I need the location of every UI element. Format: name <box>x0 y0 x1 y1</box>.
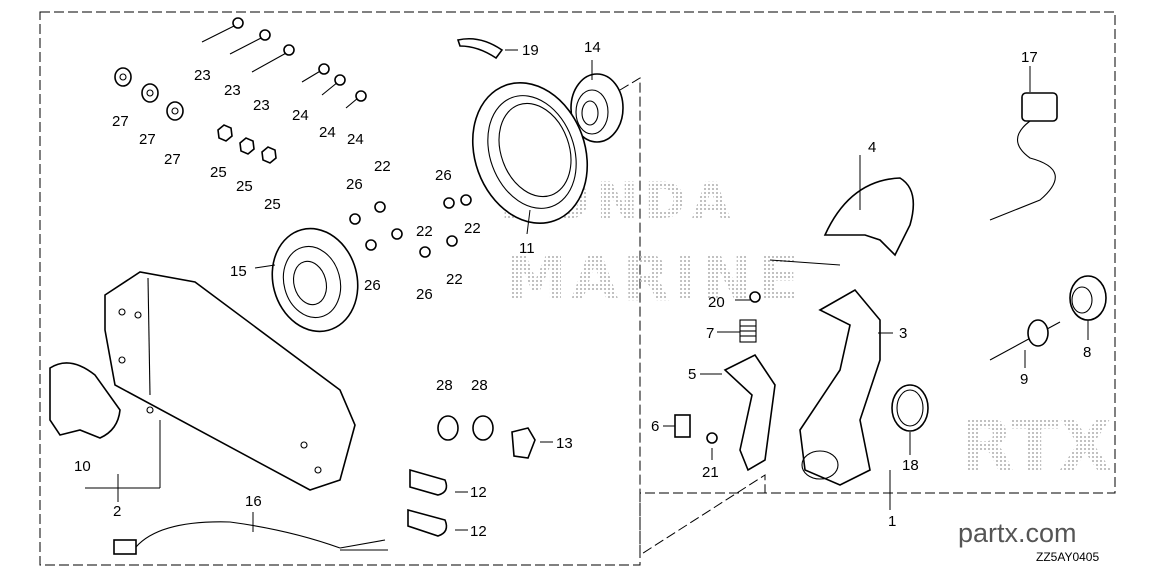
plate-15 <box>271 227 359 333</box>
callout-9: 9 <box>1020 371 1028 388</box>
callout-27c: 27 <box>164 151 181 168</box>
callout-21: 21 <box>702 464 719 481</box>
callout-5: 5 <box>688 366 696 383</box>
callout-11: 11 <box>519 240 535 257</box>
spring-7 <box>739 319 757 343</box>
cap-8 <box>1069 275 1107 321</box>
callout-16: 16 <box>245 493 262 510</box>
callout-22d: 22 <box>446 271 463 288</box>
block-13 <box>511 427 536 459</box>
callout-28a: 28 <box>436 377 453 394</box>
bolt-23-group <box>201 17 295 73</box>
diagram-code: ZZ5AY0405 <box>1036 550 1100 564</box>
rod-9 <box>989 319 1061 361</box>
callout-25a: 25 <box>210 164 227 181</box>
svg-text:MARINE: MARINE <box>505 242 804 315</box>
grip-10 <box>49 362 121 439</box>
callout-1: 1 <box>888 513 896 530</box>
o-ring-18 <box>891 384 929 432</box>
site-name: partx.com <box>958 518 1077 548</box>
callout-22a: 22 <box>374 158 391 175</box>
callout-23b: 23 <box>224 82 241 99</box>
callout-26c: 26 <box>364 277 381 294</box>
callout-18: 18 <box>902 457 919 474</box>
nut-25-group <box>217 124 277 164</box>
screw-22-washer-26-group <box>349 194 472 258</box>
callout-23a: 23 <box>194 67 211 84</box>
callout-2: 2 <box>113 503 121 520</box>
callout-27b: 27 <box>139 131 156 148</box>
callout-23c: 23 <box>253 97 270 114</box>
callout-6: 6 <box>651 418 659 435</box>
lever-hub <box>801 450 839 480</box>
ring-11 <box>471 81 589 225</box>
washer-27-group <box>114 67 184 121</box>
screw-20 <box>749 291 761 303</box>
callout-labels: 1 2 3 4 5 6 7 8 9 10 11 12 12 13 14 15 1… <box>74 39 1091 540</box>
cover-4 <box>823 177 915 257</box>
callout-15: 15 <box>230 263 247 280</box>
callout-4: 4 <box>868 139 876 156</box>
callout-17: 17 <box>1021 49 1038 66</box>
callout-10: 10 <box>74 458 91 475</box>
callout-25b: 25 <box>236 178 253 195</box>
harness-16 <box>113 521 388 555</box>
callout-26d: 26 <box>416 286 433 303</box>
callout-25c: 25 <box>264 196 281 213</box>
callout-24a: 24 <box>292 107 309 124</box>
callout-22c: 22 <box>464 220 481 237</box>
gear-14 <box>570 73 624 143</box>
callout-7: 7 <box>706 325 714 342</box>
callout-8: 8 <box>1083 344 1091 361</box>
link-12-group <box>407 468 448 537</box>
sub-assembly-outline <box>619 77 766 556</box>
callout-20: 20 <box>708 294 725 311</box>
callout-13: 13 <box>556 435 573 452</box>
housing-2 <box>104 271 356 491</box>
arm-5 <box>723 353 776 472</box>
callout-26b: 26 <box>435 167 452 184</box>
screw-24-group <box>301 63 367 109</box>
callout-22b: 22 <box>416 223 433 240</box>
lever-3 <box>799 288 881 486</box>
callout-12a: 12 <box>470 484 487 501</box>
callout-27a: 27 <box>112 113 129 130</box>
screw-21 <box>706 432 718 444</box>
switch-17 <box>989 92 1058 221</box>
pad-6 <box>674 414 691 438</box>
clip-28-group <box>437 415 494 441</box>
callout-26a: 26 <box>346 176 363 193</box>
callout-19: 19 <box>522 42 539 59</box>
callout-28b: 28 <box>471 377 488 394</box>
callout-3: 3 <box>899 325 907 342</box>
o-ring-18-inner <box>896 389 924 427</box>
callout-24c: 24 <box>347 131 364 148</box>
leader-lines <box>85 49 1089 532</box>
svg-text:RTX: RTX <box>960 405 1112 487</box>
callout-12b: 12 <box>470 523 487 540</box>
callout-24b: 24 <box>319 124 336 141</box>
callout-14: 14 <box>584 39 601 56</box>
strip-19 <box>456 37 504 60</box>
